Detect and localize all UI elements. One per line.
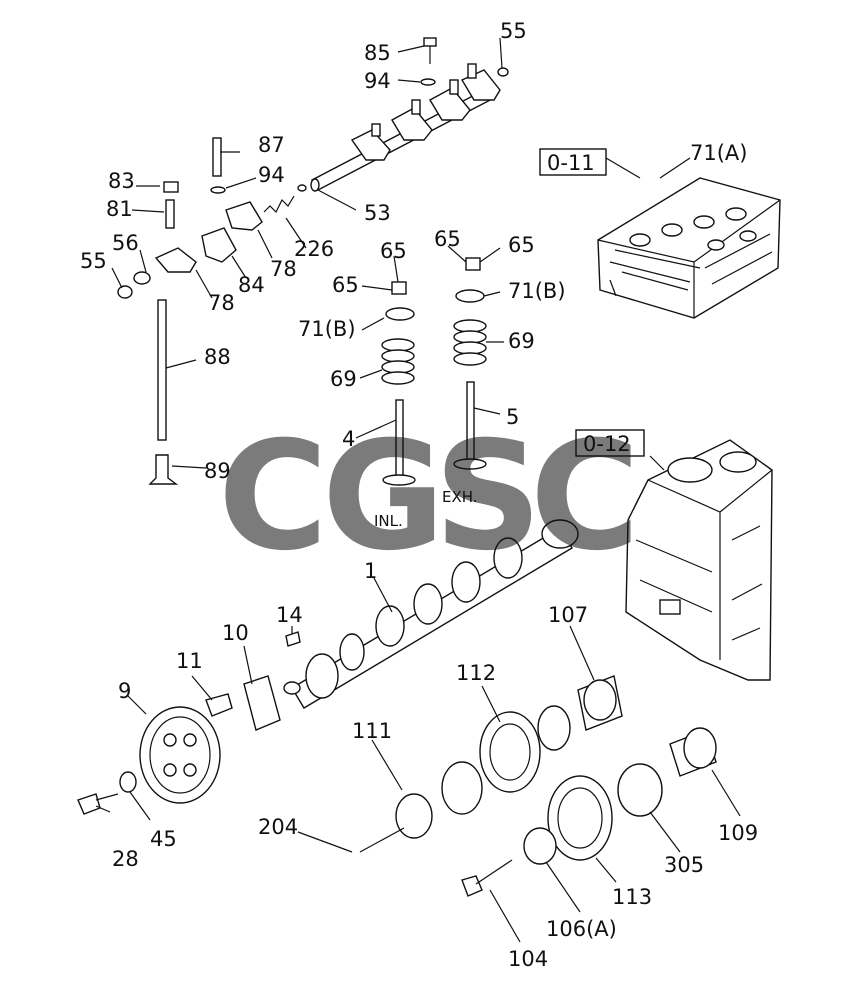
label-111: 111: [352, 719, 392, 743]
ref-box-012: [575, 429, 645, 457]
cylinder-block-sketch: [625, 439, 773, 681]
part-labels: 85 55 94 87 94 83 81 56 55 78 84 78 226 …: [80, 19, 758, 971]
ref-012-text: 0-12: [583, 432, 631, 456]
cylinder-head-sketch: [597, 177, 781, 319]
label-78-left: 78: [208, 291, 235, 315]
label-94: 94: [258, 163, 285, 187]
label-10: 10: [222, 621, 249, 645]
label-1: 1: [364, 559, 377, 583]
label-107: 107: [548, 603, 588, 627]
label-204: 204: [258, 815, 298, 839]
rocker-shaft-assembly: [297, 37, 509, 192]
label-94-top: 94: [364, 69, 391, 93]
label-83: 83: [108, 169, 135, 193]
label-55-left: 55: [80, 249, 107, 273]
label-69-right: 69: [508, 329, 535, 353]
label-exhaust: EXH.: [442, 488, 478, 506]
watermark-logo: C G S C: [218, 410, 640, 584]
label-45: 45: [150, 827, 177, 851]
label-71a: 71(A): [690, 141, 747, 165]
label-65-c: 65: [434, 227, 461, 251]
label-11: 11: [176, 649, 203, 673]
label-53: 53: [364, 201, 391, 225]
label-87: 87: [258, 133, 285, 157]
label-9: 9: [118, 679, 131, 703]
label-81: 81: [106, 197, 133, 221]
watermark-letter-3: S: [434, 410, 542, 584]
label-85: 85: [364, 41, 391, 65]
ref-011-text: 0-11: [547, 151, 595, 175]
label-4: 4: [342, 427, 355, 451]
label-71b-left: 71(B): [298, 317, 356, 341]
label-71b-right: 71(B): [508, 279, 566, 303]
timing-gears: [77, 675, 717, 897]
label-5: 5: [506, 405, 519, 429]
label-89: 89: [204, 459, 231, 483]
label-56: 56: [112, 231, 139, 255]
label-55-top: 55: [500, 19, 527, 43]
label-88: 88: [204, 345, 231, 369]
watermark-letter-1: C: [218, 410, 328, 584]
leader-lines: [95, 37, 741, 943]
label-112: 112: [456, 661, 496, 685]
label-113: 113: [612, 885, 652, 909]
label-226: 226: [294, 237, 334, 261]
label-106a: 106(A): [546, 917, 617, 941]
label-28: 28: [112, 847, 139, 871]
label-104: 104: [508, 947, 548, 971]
label-78-right: 78: [270, 257, 297, 281]
label-65-b: 65: [332, 273, 359, 297]
label-69-left: 69: [330, 367, 357, 391]
ref-box-011: [539, 148, 607, 176]
label-inlet: INL.: [374, 512, 403, 530]
label-14: 14: [276, 603, 303, 627]
watermark-letter-4: C: [530, 410, 640, 584]
watermark-letter-2: G: [322, 410, 445, 584]
valve-assemblies: [381, 257, 487, 486]
label-305: 305: [664, 853, 704, 877]
label-109: 109: [718, 821, 758, 845]
left-rocker-cluster: [117, 137, 295, 485]
label-84: 84: [238, 273, 265, 297]
label-65-d: 65: [508, 233, 535, 257]
camshaft: [283, 519, 579, 709]
label-65-a: 65: [380, 239, 407, 263]
